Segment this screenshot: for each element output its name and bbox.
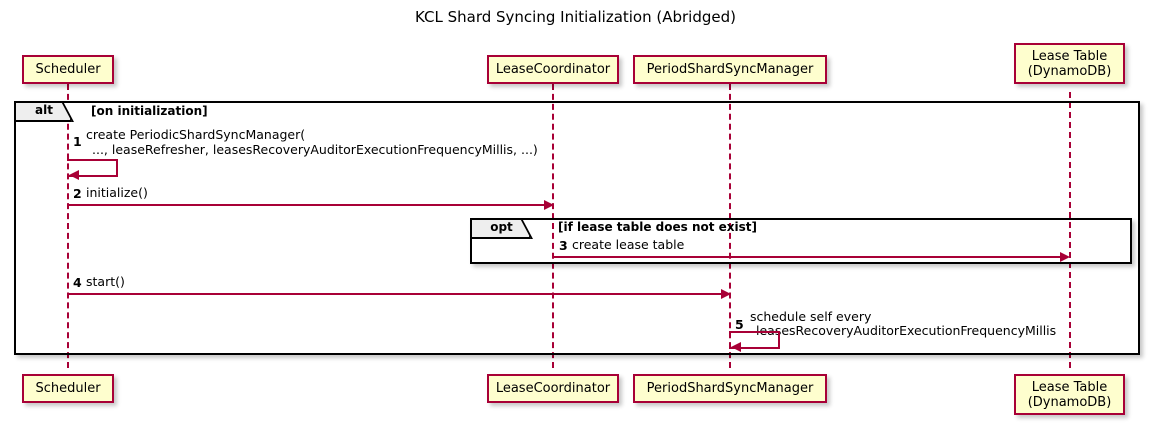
- lifeline-lease-coordinator: [552, 84, 554, 368]
- message-4-arrowhead: [721, 289, 731, 299]
- message-2-line: [68, 204, 553, 206]
- participant-lease-table-bottom[interactable]: Lease Table (DynamoDB): [1014, 374, 1125, 415]
- message-2-number: 2: [73, 186, 82, 201]
- participant-label-line2: (DynamoDB): [1027, 394, 1112, 410]
- lifeline-scheduler: [67, 84, 69, 368]
- participant-label: LeaseCoordinator: [495, 62, 611, 77]
- message-5-number: 5: [735, 317, 744, 332]
- participant-label: PeriodShardSyncManager: [646, 62, 814, 77]
- participant-scheduler-top[interactable]: Scheduler: [22, 55, 114, 84]
- message-5-arrowhead: [731, 342, 741, 352]
- message-5-self-loop: [729, 331, 780, 349]
- message-3-label: create lease table: [572, 237, 685, 252]
- message-1-label-line1: create PeriodicShardSyncManager(: [86, 127, 306, 142]
- fragment-opt-keyword: opt: [490, 220, 513, 234]
- participant-lease-coordinator-bottom[interactable]: LeaseCoordinator: [487, 374, 619, 403]
- message-1-number: 1: [73, 134, 82, 149]
- fragment-opt: [470, 218, 1132, 264]
- message-2-arrowhead: [544, 200, 554, 210]
- participant-label: LeaseCoordinator: [495, 381, 611, 396]
- message-1-label-line2: ..., leaseRefresher, leasesRecoveryAudit…: [92, 142, 538, 157]
- message-4-label: start(): [86, 274, 125, 289]
- participant-lease-coordinator-top[interactable]: LeaseCoordinator: [487, 55, 619, 84]
- participant-label: PeriodShardSyncManager: [646, 381, 814, 396]
- message-1-self-loop: [67, 159, 118, 177]
- message-3-arrowhead: [1060, 252, 1070, 262]
- message-4-line: [68, 293, 730, 295]
- message-1-arrowhead: [69, 170, 79, 180]
- lifeline-period-shard-sync-manager: [729, 84, 731, 368]
- participant-label: Scheduler: [35, 62, 101, 77]
- lifeline-lease-table: [1069, 92, 1071, 368]
- message-5-label-line1: schedule self every: [750, 309, 872, 324]
- participant-label-line2: (DynamoDB): [1027, 63, 1112, 79]
- message-3-line: [553, 256, 1061, 258]
- message-2-label: initialize(): [86, 185, 148, 200]
- fragment-alt-guard: [on initialization]: [91, 104, 208, 118]
- fragment-alt-keyword: alt: [35, 103, 53, 117]
- participant-period-shard-sync-manager-bottom[interactable]: PeriodShardSyncManager: [633, 374, 827, 403]
- participant-label-line1: Lease Table: [1031, 48, 1108, 64]
- page-title: KCL Shard Syncing Initialization (Abridg…: [415, 8, 736, 26]
- participant-lease-table-top[interactable]: Lease Table (DynamoDB): [1014, 43, 1125, 84]
- participant-label: Scheduler: [35, 381, 101, 396]
- fragment-alt: [14, 101, 1140, 355]
- participant-label-line1: Lease Table: [1031, 379, 1108, 395]
- participant-scheduler-bottom[interactable]: Scheduler: [22, 374, 114, 403]
- message-5-label-line2: leasesRecoveryAuditorExecutionFrequencyM…: [756, 323, 1057, 338]
- message-3-number: 3: [559, 238, 568, 253]
- fragment-opt-guard: [if lease table does not exist]: [558, 220, 758, 234]
- participant-period-shard-sync-manager-top[interactable]: PeriodShardSyncManager: [633, 55, 827, 84]
- message-4-number: 4: [73, 275, 82, 290]
